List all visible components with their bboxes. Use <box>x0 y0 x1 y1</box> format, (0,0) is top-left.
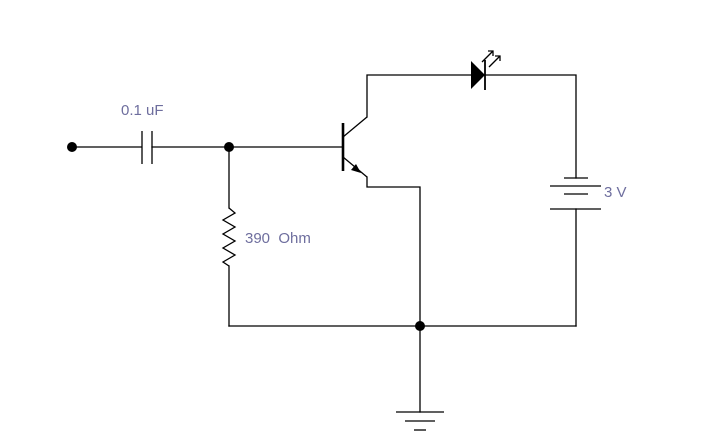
emitter-arrow-icon <box>351 164 361 173</box>
resistor-label: 390 Ohm <box>245 230 311 247</box>
battery-label: 3 V <box>604 184 627 201</box>
transistor-symbol <box>341 116 368 178</box>
light-emission-icon <box>481 50 501 68</box>
collector-wire <box>366 74 472 118</box>
capacitor-label: 0.1 uF <box>121 102 164 119</box>
resistor-symbol <box>221 207 237 267</box>
capacitor-symbol <box>141 131 153 164</box>
led-symbol <box>471 50 501 90</box>
led-wire-right <box>484 74 577 179</box>
battery-symbol <box>550 177 601 210</box>
emitter-wire <box>366 176 421 327</box>
ground-icon <box>396 411 444 431</box>
